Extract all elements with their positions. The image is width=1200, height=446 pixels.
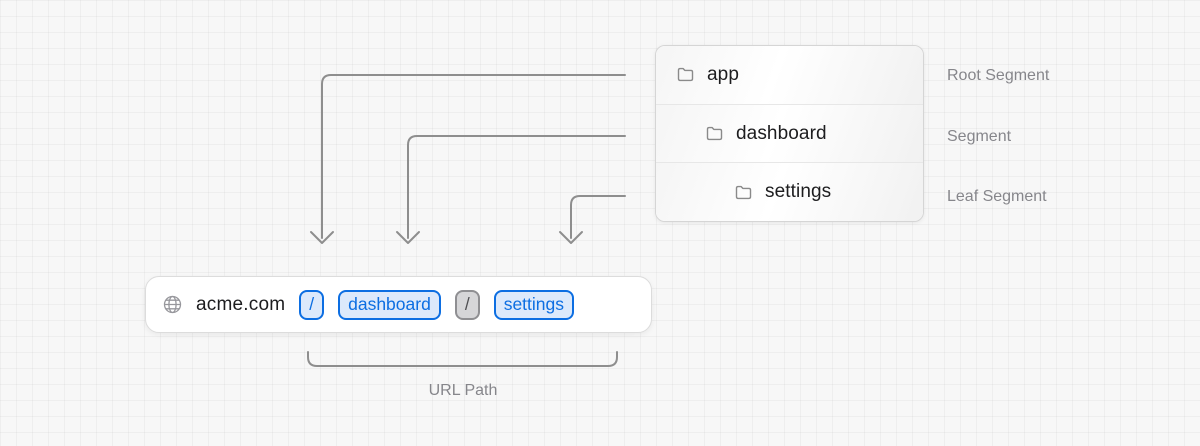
url-segment-dashboard: dashboard	[338, 289, 441, 320]
url-segment-slash-2: /	[454, 289, 480, 320]
annotation-leaf-segment: Leaf Segment	[947, 188, 1047, 205]
url-segment-slash-1: /	[299, 289, 325, 320]
url-bar: acme.com / dashboard / settings	[145, 276, 652, 333]
globe-icon	[163, 295, 182, 314]
folder-icon	[706, 126, 723, 141]
url-path-label: URL Path	[428, 382, 498, 399]
url-segment-settings: settings	[493, 289, 575, 320]
folder-icon	[677, 67, 694, 82]
arrow-dashboard-to-pill	[407, 135, 626, 239]
annotation-segment: Segment	[947, 128, 1012, 145]
file-tree-panel: app dashboard settings	[655, 45, 924, 222]
annotation-root-segment: Root Segment	[947, 67, 1050, 84]
arrow-app-to-slash	[321, 74, 626, 239]
tree-row-app: app	[656, 46, 923, 104]
tree-item-label: app	[707, 63, 740, 85]
arrowhead-icon	[559, 231, 583, 244]
url-path-bracket	[307, 351, 618, 367]
url-domain: acme.com	[196, 293, 286, 315]
tree-item-label: dashboard	[736, 122, 827, 144]
tree-row-dashboard: dashboard	[656, 103, 923, 163]
folder-icon	[735, 185, 752, 200]
arrowhead-icon	[310, 231, 334, 244]
tree-item-label: settings	[765, 181, 832, 203]
tree-row-settings: settings	[656, 162, 923, 221]
arrowhead-icon	[396, 231, 420, 244]
arrow-settings-to-pill	[570, 195, 626, 239]
